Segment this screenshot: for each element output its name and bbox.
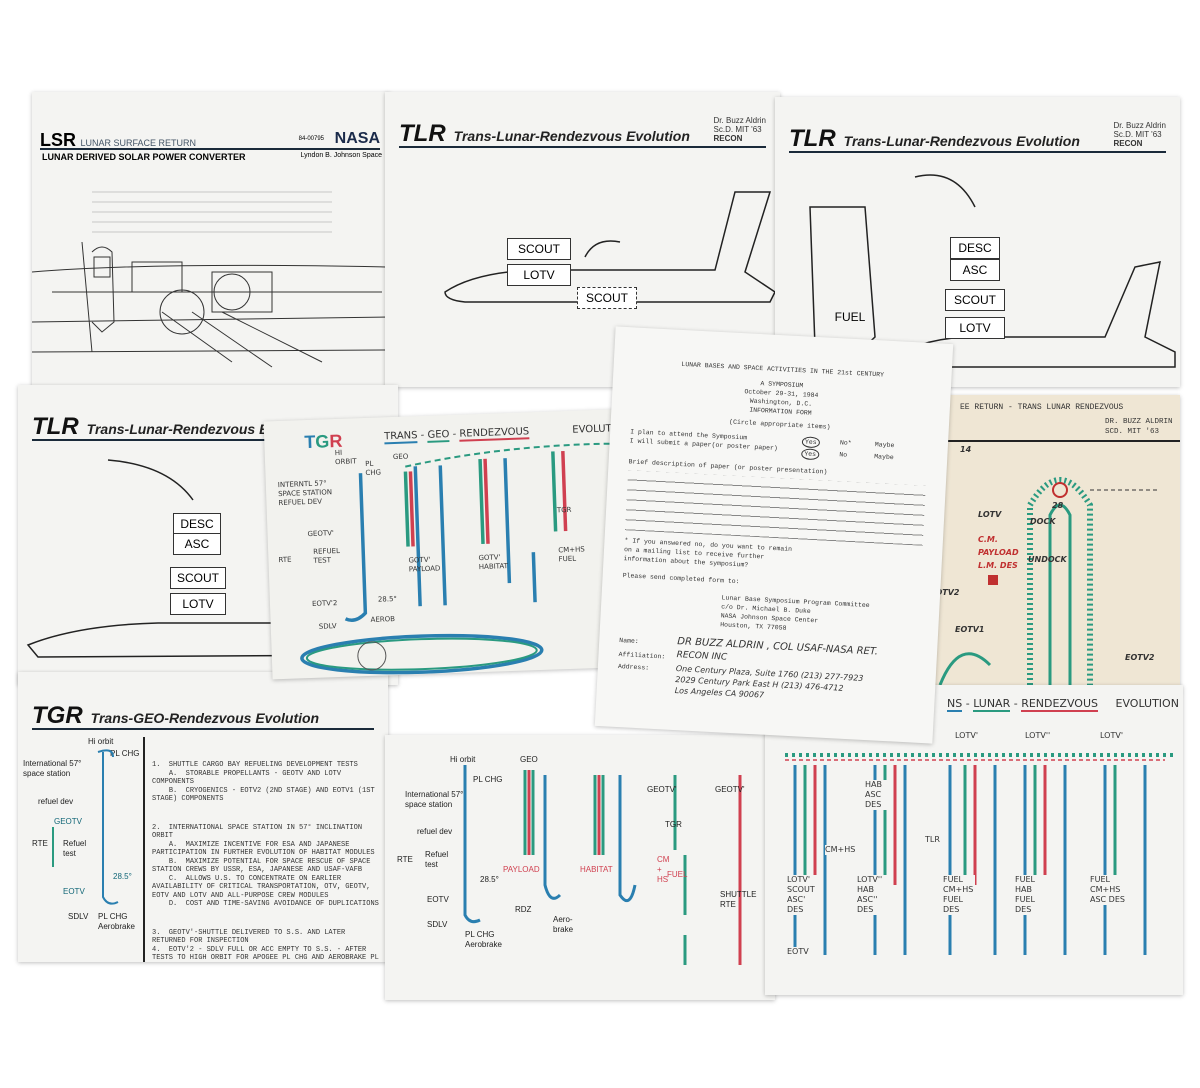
form-contact: Name: DR BUZZ ALDRIN , COL USAF-NASA RET…	[616, 634, 917, 720]
scout-box: SCOUT	[945, 289, 1005, 311]
lunar-surface-illustration	[32, 191, 390, 368]
maybe-option[interactable]: Maybe	[874, 453, 894, 462]
no-option[interactable]: No	[839, 451, 848, 459]
scout-box-bay: SCOUT	[577, 287, 637, 309]
lsr-title: LUNAR DERIVED SOLAR POWER CONVERTER	[42, 152, 246, 162]
asc-box: ASC	[950, 259, 1000, 281]
lotv-box: LOTV	[945, 317, 1005, 339]
tlr-header: TLR Trans-Lunar-Rendezvous Evolution Dr. …	[399, 116, 766, 148]
lotv-box: LOTV	[507, 264, 571, 286]
tgr-handwritten-sheet: TGR TRANS - GEO - RENDEZVOUS EVOLUTION H…	[263, 408, 643, 680]
beige-title: EE RETURN - TRANS LUNAR RENDEZVOUS	[960, 403, 1124, 412]
lsr-subtitle: LUNAR SURFACE RETURN	[80, 138, 196, 148]
desc-box: DESC	[950, 237, 1000, 259]
symposium-form: LUNAR BASES AND SPACE ACTIVITIES IN THE …	[594, 326, 954, 744]
tlr-hand-diagram	[785, 753, 1175, 955]
maybe-option[interactable]: Maybe	[874, 441, 895, 450]
scout-box: SCOUT	[507, 238, 571, 260]
tlr-code: TLR	[789, 125, 836, 152]
form-send-label: Please send completed form to:	[622, 572, 740, 586]
tgr-code: TGR	[32, 702, 83, 729]
tlr-code: TLR	[32, 413, 79, 440]
tgr-notes: 1. SHUTTLE CARGO BAY REFUELING DEVELOPME…	[152, 761, 379, 962]
asc-box: ASC	[173, 533, 221, 555]
lsr-number: 84-00795	[298, 136, 324, 142]
address-field[interactable]: One Century Plaza, Suite 1760 (213) 277-…	[674, 664, 864, 700]
orbit-diagram	[938, 477, 1160, 695]
no-option[interactable]: No*	[839, 439, 852, 447]
tlr-hand-title: NS - LUNAR - RENDEZVOUS EVOLUTION	[947, 697, 1179, 712]
shuttle-diagram	[444, 191, 776, 303]
tgr-colored-sheet: Hi orbit PL CHG International 57° space …	[385, 735, 775, 1000]
tgr-colored-diagram	[463, 765, 742, 965]
lsr-header: LSR LUNAR SURFACE RETURN 84-00795 NASA	[40, 130, 380, 150]
tlr-code: TLR	[399, 120, 446, 147]
yes-circled[interactable]: Yes	[800, 448, 820, 461]
tlr-header: TLR Trans-Lunar-Rendezvous Evolution Dr. …	[789, 121, 1166, 153]
fuel-label: FUEL	[834, 310, 866, 324]
lsr-code: LSR	[40, 130, 76, 150]
tgr-diagram: Hi orbit PL CHG International 57° space …	[23, 737, 140, 931]
description-lines[interactable]	[625, 470, 926, 546]
tlr-title: Trans-Lunar-Rendezvous Evolution	[843, 133, 1080, 149]
affiliation-field[interactable]: RECON INC	[676, 650, 728, 663]
desc-box: DESC	[173, 513, 221, 535]
shuttle-diagram	[26, 459, 398, 658]
form-mailing-question: * If you answered no, do you want to rem…	[623, 537, 793, 569]
lotv-box: LOTV	[170, 593, 226, 615]
tgr-hand-diagram	[300, 442, 635, 675]
tgr-title: Trans-GEO-Rendezvous Evolution	[90, 710, 320, 726]
tlr-title: Trans-Lunar-Rendezvous Evolution	[453, 128, 690, 144]
nasa-logo: NASA	[334, 130, 380, 147]
tgr-typed-sheet: TGR Trans-GEO-Rendezvous Evolution Hi orb…	[18, 672, 388, 962]
lsr-center: Lyndon B. Johnson Space	[300, 152, 382, 159]
lsr-sheet: LSR LUNAR SURFACE RETURN 84-00795 NASA L…	[32, 92, 390, 387]
yes-circled[interactable]: Yes	[801, 436, 820, 449]
scout-box: SCOUT	[170, 567, 226, 589]
tgr-header: TGR Trans-GEO-Rendezvous Evolution	[32, 702, 374, 730]
